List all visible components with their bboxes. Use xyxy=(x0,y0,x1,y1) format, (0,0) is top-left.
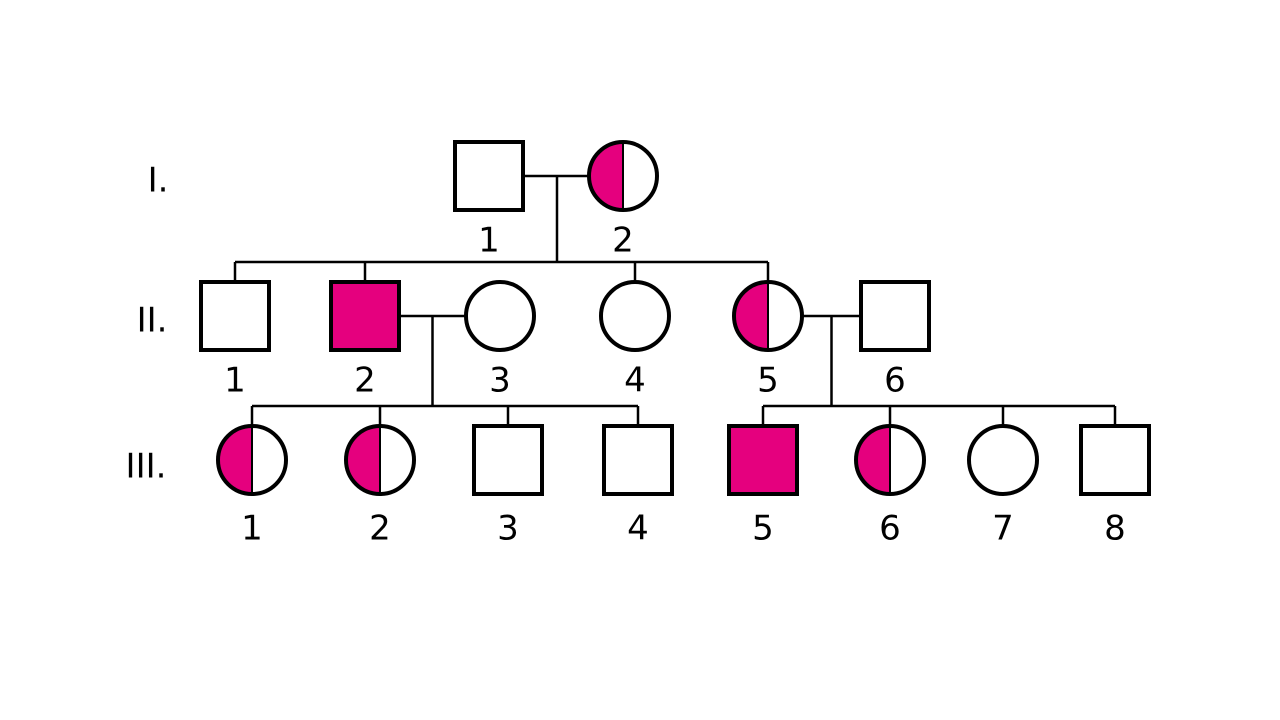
female-carrier-symbol xyxy=(587,140,659,212)
male-unaffected-symbol xyxy=(199,280,271,352)
individual-number: 1 xyxy=(478,221,500,261)
generation-label: III. xyxy=(126,447,167,487)
individual-number: 4 xyxy=(627,509,649,549)
female-carrier-symbol xyxy=(854,424,926,496)
male-unaffected-symbol xyxy=(859,280,931,352)
individual-number: 1 xyxy=(224,361,246,401)
individual-number: 7 xyxy=(992,509,1014,549)
female-unaffected-symbol xyxy=(464,280,536,352)
relationship-lines xyxy=(233,174,1117,426)
individual-number: 5 xyxy=(752,509,774,549)
generation-label: II. xyxy=(137,301,168,341)
individual-number: 6 xyxy=(879,509,901,549)
individual-number: 6 xyxy=(884,361,906,401)
male-unaffected-symbol xyxy=(1079,424,1151,496)
male-unaffected-symbol xyxy=(472,424,544,496)
generation-labels: I. II. III. xyxy=(126,161,169,487)
male-unaffected-symbol xyxy=(453,140,525,212)
female-carrier-symbol xyxy=(344,424,416,496)
male-unaffected-symbol xyxy=(602,424,674,496)
generation-label: I. xyxy=(148,161,169,201)
individual-number: 2 xyxy=(369,509,391,549)
male-affected-symbol xyxy=(727,424,799,496)
individual-symbols xyxy=(199,140,1151,496)
female-carrier-symbol xyxy=(216,424,288,496)
individual-number: 8 xyxy=(1104,509,1126,549)
individual-number: 3 xyxy=(489,361,511,401)
individual-number: 5 xyxy=(757,361,779,401)
individual-number: 2 xyxy=(612,221,634,261)
female-unaffected-symbol xyxy=(599,280,671,352)
individual-number: 3 xyxy=(497,509,519,549)
individual-number: 2 xyxy=(354,361,376,401)
individual-numbers: 1 2 1 2 3 4 5 6 1 2 3 4 5 6 7 8 xyxy=(224,221,1126,549)
male-affected-symbol xyxy=(329,280,401,352)
female-carrier-symbol xyxy=(732,280,804,352)
individual-number: 4 xyxy=(624,361,646,401)
female-unaffected-symbol xyxy=(967,424,1039,496)
individual-number: 1 xyxy=(241,509,263,549)
